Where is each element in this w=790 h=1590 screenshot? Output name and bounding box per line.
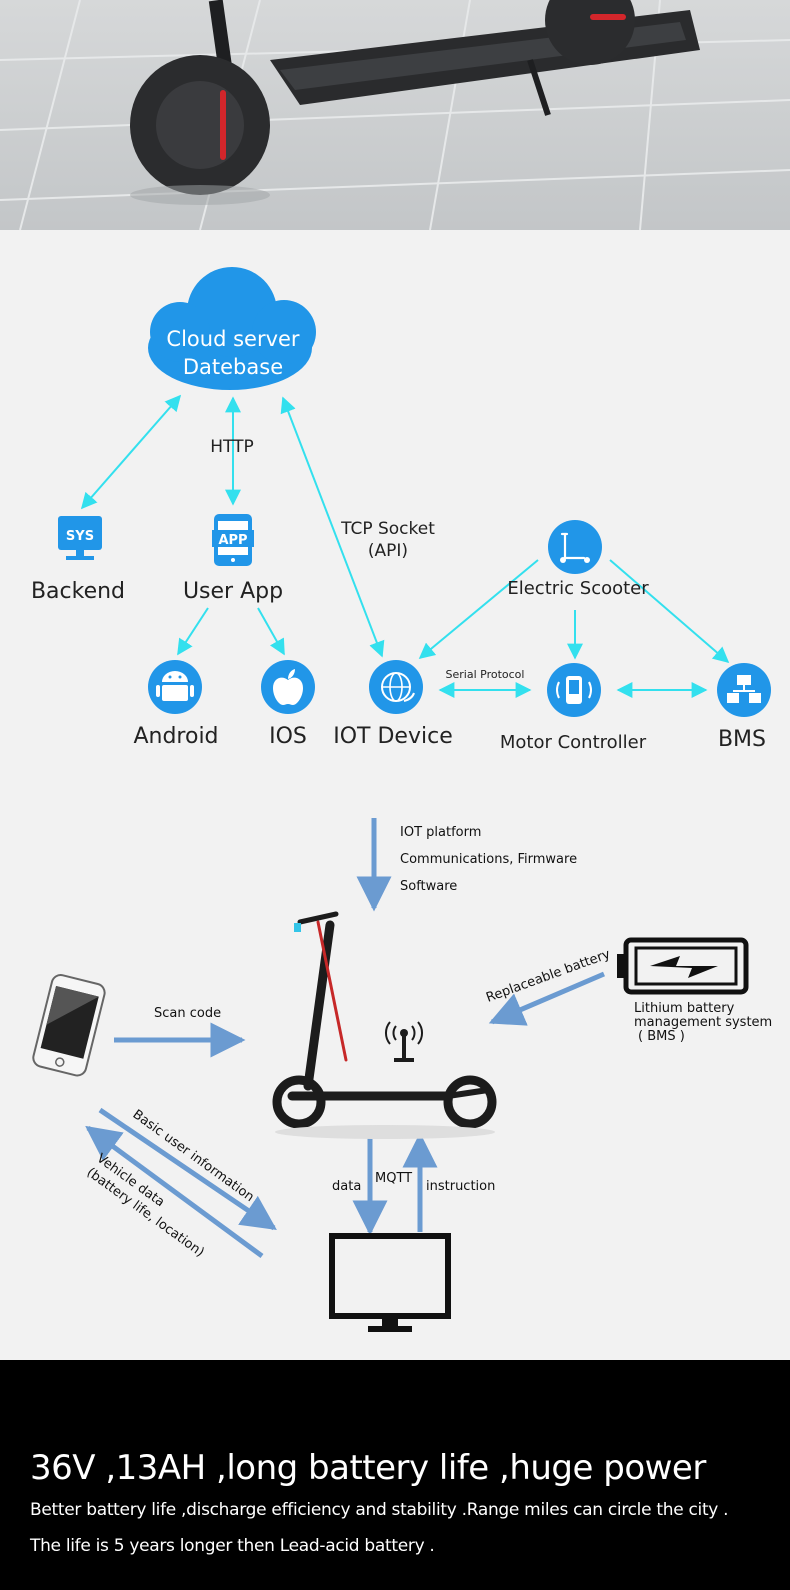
svg-text:SYS: SYS xyxy=(66,529,94,544)
monitor-icon xyxy=(329,1233,451,1332)
tcp-api-label: (API) xyxy=(368,541,408,561)
iot-device-node: IOT Device xyxy=(333,660,453,749)
globe-icon xyxy=(369,660,423,714)
arrow-scooter-iot xyxy=(418,559,539,660)
vehicle-data-detail-label: (battery life, location) xyxy=(84,1165,207,1260)
user-app-label: User App xyxy=(183,579,283,604)
iot-platform-line1: IOT platform xyxy=(400,825,481,840)
platform-arrows xyxy=(85,818,605,1259)
user-app-node: APP User App xyxy=(183,514,283,604)
iot-architecture-diagram: Cloud server Datebase HTTP TCP Socket (A… xyxy=(31,267,771,753)
backend-label: Backend xyxy=(31,579,125,604)
scooter-shadow xyxy=(275,1125,495,1139)
bms-network-icon xyxy=(717,663,771,717)
arrow-scooter-bms xyxy=(609,559,730,664)
arrow-cloud-iot xyxy=(280,396,385,658)
arrow-replaceable-battery xyxy=(488,971,605,1026)
tcp-socket-label: TCP Socket xyxy=(340,519,435,539)
android-label: Android xyxy=(133,724,218,749)
mqtt-label: MQTT xyxy=(375,1171,412,1186)
scooter-hero-photo xyxy=(0,0,790,230)
scooter-photo xyxy=(130,0,700,205)
electric-scooter-label: Electric Scooter xyxy=(507,578,649,599)
iot-platform-diagram: IOT platform Communications, Firmware So… xyxy=(32,818,772,1332)
battery-banner: 36V ,13AH ,long battery life ,huge power… xyxy=(0,1360,790,1590)
cloud-label-line1: Cloud server xyxy=(166,327,300,351)
lithium-battery-icon xyxy=(617,937,749,995)
electric-scooter-node: Electric Scooter xyxy=(507,520,649,599)
svg-text:APP: APP xyxy=(218,533,247,548)
motor-controller-node: Motor Controller xyxy=(500,663,647,753)
app-phone-icon: APP xyxy=(212,514,254,566)
banner-line2: The life is 5 years longer then Lead-aci… xyxy=(30,1536,435,1556)
banner-headline: 36V ,13AH ,long battery life ,huge power xyxy=(30,1448,706,1488)
kickstand xyxy=(527,59,551,116)
cloud-icon xyxy=(148,267,316,390)
connection-arrows xyxy=(80,394,730,698)
banner-line1: Better battery life ,discharge efficienc… xyxy=(30,1500,729,1520)
iot-platform-line2: Communications, Firmware xyxy=(400,852,577,867)
motor-controller-label: Motor Controller xyxy=(500,732,647,753)
http-label: HTTP xyxy=(210,437,254,457)
scan-code-label: Scan code xyxy=(154,1006,221,1021)
antenna-icon xyxy=(385,1021,423,1062)
android-node: Android xyxy=(133,660,219,749)
scooter-icon xyxy=(548,520,602,574)
controller-icon xyxy=(547,663,601,717)
handlebar-grip xyxy=(294,923,301,932)
cloud-server-node: Cloud server Datebase xyxy=(148,267,316,390)
apple-icon xyxy=(261,660,315,714)
arrow-app-ios xyxy=(257,607,285,656)
iot-device-label: IOT Device xyxy=(333,724,452,749)
battery-line2: management system xyxy=(634,1015,772,1030)
battery-line1: Lithium battery xyxy=(634,1001,735,1016)
instruction-label: instruction xyxy=(426,1179,495,1194)
arrow-basic-user-info xyxy=(98,1107,277,1231)
bms-node: BMS xyxy=(717,663,771,752)
cloud-label-line2: Datebase xyxy=(183,355,283,379)
sys-monitor-icon: SYS xyxy=(58,516,102,560)
bms-label: BMS xyxy=(718,727,766,752)
serial-protocol-label: Serial Protocol xyxy=(446,668,525,681)
electric-scooter-icon xyxy=(272,911,497,1129)
data-label: data xyxy=(332,1179,361,1194)
arrow-vehicle-data xyxy=(85,1125,264,1259)
ios-node: IOS xyxy=(261,660,315,749)
android-icon xyxy=(148,660,202,714)
smartphone-icon xyxy=(32,974,106,1077)
arrow-app-android xyxy=(177,607,209,656)
arrow-cloud-backend xyxy=(80,394,182,510)
iot-platform-line3: Software xyxy=(400,879,457,894)
backend-node: SYS Backend xyxy=(31,516,125,604)
ios-label: IOS xyxy=(269,724,307,749)
battery-line3: ( BMS ) xyxy=(638,1029,685,1044)
front-reflector xyxy=(220,90,226,160)
